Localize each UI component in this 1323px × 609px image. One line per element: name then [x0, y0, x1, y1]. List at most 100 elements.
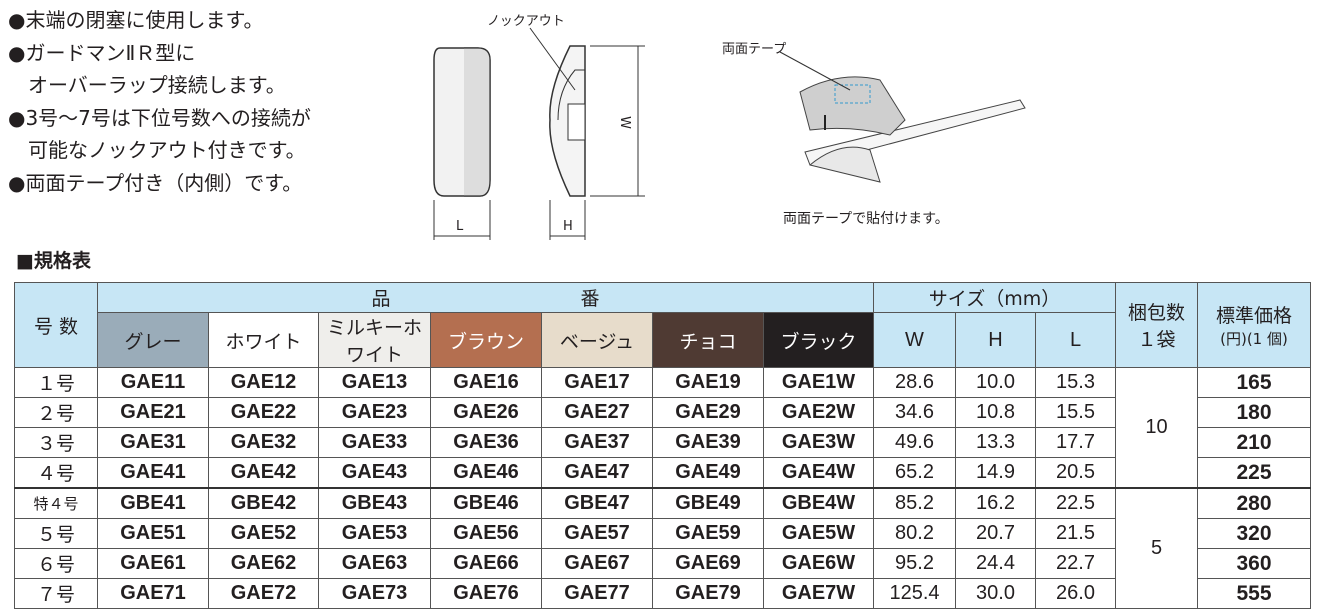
size-number: ７号 [14, 578, 98, 609]
spec-table-title: ■規格表 [16, 250, 91, 272]
size-header-h: H [955, 312, 1036, 368]
feature-item: ●末端の閉塞に使用します。 [8, 8, 264, 32]
header-size: サイズ（mm） [873, 282, 1116, 313]
part-number: GAE59 [652, 518, 764, 549]
size-number: ３号 [14, 427, 98, 458]
part-number: GAE62 [208, 548, 319, 579]
part-number: GBE41 [97, 487, 209, 519]
part-number: GAE5W [763, 518, 874, 549]
standard-price: 360 [1197, 548, 1311, 579]
size-header-w: W [873, 312, 956, 368]
size-l: 21.5 [1035, 518, 1116, 549]
part-number: GAE36 [430, 427, 542, 458]
size-h: 30.0 [955, 578, 1036, 609]
size-l: 20.5 [1035, 457, 1116, 489]
part-number: GAE43 [318, 457, 431, 489]
part-number: GAE6W [763, 548, 874, 579]
color-header-6: ブラック [763, 312, 874, 368]
size-h: 14.9 [955, 457, 1036, 489]
part-number: GAE49 [652, 457, 764, 489]
size-l: 15.5 [1035, 397, 1116, 428]
tape-caption: 両面テープで貼付けます。 [783, 211, 949, 227]
standard-price: 210 [1197, 427, 1311, 458]
color-header-2: ミルキーホワイト [318, 312, 431, 368]
part-number: GAE52 [208, 518, 319, 549]
knockout-label: ノックアウト [487, 14, 565, 29]
size-number: ６号 [14, 548, 98, 579]
part-number: GAE3W [763, 427, 874, 458]
part-number: GAE32 [208, 427, 319, 458]
size-number: ５号 [14, 518, 98, 549]
standard-price: 555 [1197, 578, 1311, 609]
part-number: GAE56 [430, 518, 542, 549]
size-w: 28.6 [873, 367, 956, 398]
part-number: GAE71 [97, 578, 209, 609]
size-number: ４号 [14, 457, 98, 489]
part-number: GAE22 [208, 397, 319, 428]
size-w: 125.4 [873, 578, 956, 609]
size-l: 22.5 [1035, 487, 1116, 519]
part-number: GAE29 [652, 397, 764, 428]
size-h: 20.7 [955, 518, 1036, 549]
color-header-0: グレー [97, 312, 209, 368]
part-number: GAE41 [97, 457, 209, 489]
size-w: 65.2 [873, 457, 956, 489]
double-sided-tape-label: 両面テープ [722, 42, 787, 57]
part-number: GAE7W [763, 578, 874, 609]
header-part-number: 品 番 [97, 282, 874, 313]
feature-item: ●ガードマンⅡＲ型に [8, 40, 196, 65]
dimension-l-label: L [456, 219, 464, 234]
size-h: 10.8 [955, 397, 1036, 428]
feature-item: ●3号～7号は下位号数への接続が [8, 105, 311, 130]
header-pack-line2: １袋 [1137, 329, 1176, 351]
header-price-line2: (円)(1 個) [1220, 330, 1288, 348]
header-price: 標準価格(円)(1 個) [1197, 282, 1311, 368]
part-number: GAE12 [208, 367, 319, 398]
part-number: GAE77 [541, 578, 653, 609]
size-w: 34.6 [873, 397, 956, 428]
size-w: 80.2 [873, 518, 956, 549]
size-h: 24.4 [955, 548, 1036, 579]
size-w: 49.6 [873, 427, 956, 458]
part-number: GBE4W [763, 487, 874, 519]
part-number: GAE39 [652, 427, 764, 458]
size-h: 16.2 [955, 487, 1036, 519]
part-number: GAE61 [97, 548, 209, 579]
size-l: 17.7 [1035, 427, 1116, 458]
part-number: GBE47 [541, 487, 653, 519]
standard-price: 225 [1197, 457, 1311, 489]
part-number: GBE49 [652, 487, 764, 519]
part-number: GAE72 [208, 578, 319, 609]
color-header-4: ベージュ [541, 312, 653, 368]
size-l: 15.3 [1035, 367, 1116, 398]
part-number: GAE19 [652, 367, 764, 398]
part-number: GAE2W [763, 397, 874, 428]
standard-price: 280 [1197, 487, 1311, 519]
part-number: GAE37 [541, 427, 653, 458]
feature-item: ●両面テープ付き（内側）です。 [8, 170, 303, 195]
header-number: 号 数 [14, 282, 98, 368]
dimension-h-label: H [563, 219, 573, 234]
part-number: GAE17 [541, 367, 653, 398]
part-number: GAE4W [763, 457, 874, 489]
size-l: 26.0 [1035, 578, 1116, 609]
color-header-3: ブラウン [430, 312, 542, 368]
part-number: GAE53 [318, 518, 431, 549]
size-number: ２号 [14, 397, 98, 428]
standard-price: 180 [1197, 397, 1311, 428]
part-number: GAE63 [318, 548, 431, 579]
part-number: GAE13 [318, 367, 431, 398]
part-number: GAE73 [318, 578, 431, 609]
part-number: GAE33 [318, 427, 431, 458]
part-number: GAE47 [541, 457, 653, 489]
part-number: GAE69 [652, 548, 764, 579]
color-header-5: チョコ [652, 312, 764, 368]
part-number: GAE26 [430, 397, 542, 428]
